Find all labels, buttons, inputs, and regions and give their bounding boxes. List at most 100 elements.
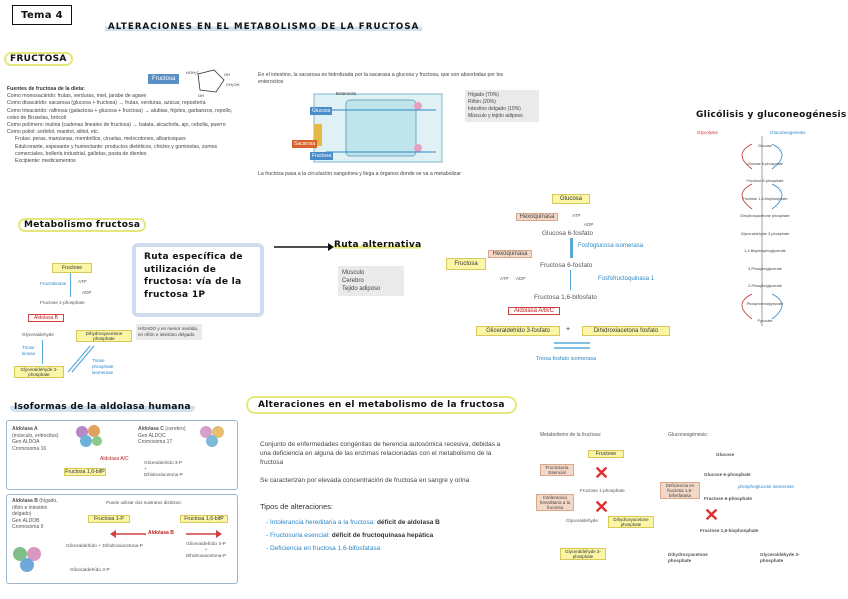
tipo-name: Deficiencia en fructosa 1,6-bifosfatasa <box>269 545 381 552</box>
b-right-products: Gliceraldehído 3-P + Dihidroxiacetona-P <box>180 542 232 560</box>
organ-item: Hígado (70%) <box>468 92 499 98</box>
source-item: Excipiente: medicamentos <box>15 158 76 165</box>
product-label: Dihidroxiacetona-P <box>144 472 183 477</box>
tissue-item: Cerebro <box>342 278 364 284</box>
source-item: Como poliol: sorbitol, manitol, xilitol,… <box>7 129 100 136</box>
fructosa-heading: FRUCTOSA <box>4 52 73 66</box>
hexoquinasa-box: Hexoquinasa <box>488 250 532 258</box>
adp-label: ADP <box>584 222 594 227</box>
aldolasa-b-label: Aldolasa B <box>148 530 174 536</box>
arrow-icon <box>274 243 334 251</box>
triose-isomerase-label: Triose phosphate isomerase <box>92 358 114 375</box>
svg-text:OH: OH <box>224 72 230 77</box>
diag-left-title: Metabolismo de la fructosa: <box>540 432 602 438</box>
product-label: + <box>98 544 102 549</box>
f16bp-node: Fructosa 1,6-bifP <box>64 468 106 476</box>
svg-text:OH: OH <box>198 93 204 98</box>
aldolasa-ac-label: Aldolasa A/C <box>100 456 129 462</box>
f16bp-node: Fructosa 1,6-bifosfato <box>534 294 597 301</box>
enterocyte-label: Enterocito <box>336 91 357 96</box>
organ-item: Músculo y tejido adiposo <box>468 113 523 119</box>
block-x-icon: ✕ <box>594 463 610 483</box>
dhap-node: Dihydroxyacetone phosphate <box>668 552 708 563</box>
aldolasa-b-box: Aldolasa B <box>28 314 64 322</box>
svg-text:CH₂OH: CH₂OH <box>226 82 239 87</box>
adp-label: ADP <box>516 276 526 281</box>
aldolasa-abc-box: Aldolasa A/B/C <box>508 307 560 315</box>
intestine-text: En el intestino, la sacarosa es hidroliz… <box>258 72 504 86</box>
tipo-item: - Deficiencia en fructosa 1,6-bifosfatas… <box>266 545 381 552</box>
source-item: Como disacárido: sacarosa (glucosa + fru… <box>7 100 206 107</box>
aldolasa-b-crom: Cromosoma 9 <box>12 524 44 530</box>
product-label: Gliceraldehído 3-P <box>144 460 183 465</box>
f16bp-node: Fructose 1,6-bisphosphate <box>700 528 759 533</box>
isomerase-arrow <box>68 345 95 373</box>
fructosa-sources: Fuentes de fructosa de la dieta: Como mo… <box>7 86 245 165</box>
alteraciones-heading: Alteraciones en el metabolismo de la fru… <box>246 396 517 414</box>
pathway-arrow <box>70 273 71 297</box>
g3p-node: Glyceraldehyde 3-phosphate <box>560 548 606 560</box>
dhap-node: Dihydroxyacetone phosphate <box>76 330 132 342</box>
tipo-name: Fructosuria esencial: <box>269 532 330 539</box>
protein-structure-icon <box>76 425 102 447</box>
atp-label: ATP <box>78 279 87 284</box>
product-label: Dihidroxiacetona-P <box>102 544 143 549</box>
page-title: ALTERACIONES EN EL METABOLISMO DE LA FRU… <box>105 22 423 32</box>
tipos-title: Tipos de alteraciones: <box>260 502 334 511</box>
glyceraldehyde-node: Glyceraldehyde <box>566 518 598 523</box>
isomerase-arrows <box>554 342 590 349</box>
gluconeogenesis-title: Gluconeogenesis <box>770 130 806 135</box>
aldolasa-b-detail: (hígado, riñón e intestino delgado) <box>12 498 58 517</box>
glicolisis-heading: Glicólisis y gluconeogénesis <box>696 110 847 120</box>
g3p-node: Gliceraldehído 3-fosfato <box>476 326 560 336</box>
ruta-alternativa-title: Ruta alternativa <box>334 240 422 250</box>
source-item: Como polímero: inulina (cadenas lineales… <box>7 122 226 129</box>
hexoquinasa-box: Hexoquinasa <box>516 213 558 221</box>
aldolasa-c-info: Aldolasa C (cerebro) Gen ALDOC Cromosoma… <box>138 426 192 446</box>
ruta-card: Ruta específica de utilización de fructo… <box>132 243 264 317</box>
aldolasa-a-info: Aldolasa A (músculo, eritrocitos) Gen AL… <box>12 426 60 452</box>
aldolasa-b-arrows <box>110 530 222 538</box>
glycolysis-diagram <box>741 136 783 326</box>
source-item: Edulcorante, espesante y humectante: pro… <box>15 143 218 157</box>
aldolasa-a-crom: Cromosoma 16 <box>12 445 47 452</box>
aldolasa-c-title: Aldolasa C <box>138 426 164 432</box>
pathway-arrow <box>42 340 43 364</box>
fructosa-tag: Fructosa <box>310 152 334 160</box>
f6p-node: Fructosa 6-fosfato <box>540 262 593 269</box>
step-label: Glucose <box>758 144 772 148</box>
tipo-item: - Fructosuria esencial: déficit de fruct… <box>266 532 434 539</box>
f1p-node: Fructosa 1-P <box>88 515 130 523</box>
aldolasa-b-note: Puede utilizar dos sustratos distintos: <box>106 500 182 505</box>
fructose-node: Fructose <box>588 450 624 458</box>
organ-item: Riñón (20%) <box>468 99 496 105</box>
source-item: Como trisacárido: rafinosa (galactosa + … <box>7 107 233 121</box>
aldolasa-a-gen: Gen ALDOA <box>12 439 40 445</box>
diag-right-title: Gluconeogénesis: <box>668 432 709 438</box>
fructosa-node: Fructosa <box>446 258 486 270</box>
plus-sign: + <box>566 326 571 333</box>
fructokinase-label: Fructokinase <box>40 281 67 286</box>
metabolismo-heading: Metabolismo fructosa <box>18 218 147 232</box>
step-label: Glucose 6-phosphate <box>746 161 784 166</box>
organ-distribution: Hígado (70%) Riñón (20%) Intestino delga… <box>465 90 539 122</box>
sacarosa-tag: Sacarosa <box>292 140 318 148</box>
step-label: Phosphoenolpyruvate <box>746 301 784 306</box>
tissue-item: Tejido adiposo <box>342 286 381 292</box>
enterocyte-diagram <box>313 93 443 163</box>
alteraciones-intro: Conjunto de enfermedades congénitas de h… <box>260 441 501 466</box>
aldolasa-b-title: Aldolasa B <box>12 498 38 504</box>
aldolasa-c-crom: Cromosoma 17 <box>138 439 173 445</box>
fructosuria-box: Fructosuria Esencial <box>540 464 574 476</box>
glucose-node: Glucose <box>716 452 735 457</box>
step-label: 2-Phosphoglycerate <box>748 284 782 288</box>
aldolasa-a-title: Aldolasa A <box>12 426 38 432</box>
product-label: Dihidroxiacetona-P <box>185 554 227 559</box>
dhap-node: Dihidroxiacetona fosfato <box>582 326 670 336</box>
g3p-node: Glyceraldehyde 3-phosphate <box>760 552 800 563</box>
svg-text:HOH₂C: HOH₂C <box>186 70 199 75</box>
step-label: Dihydroxyacetone phosphate <box>740 214 790 218</box>
tema-label: Tema 4 <box>12 5 72 25</box>
product-label: Gliceraldehído 3-P <box>186 542 226 547</box>
dhap-node: Dihydroxyacetone phosphate <box>608 516 654 528</box>
